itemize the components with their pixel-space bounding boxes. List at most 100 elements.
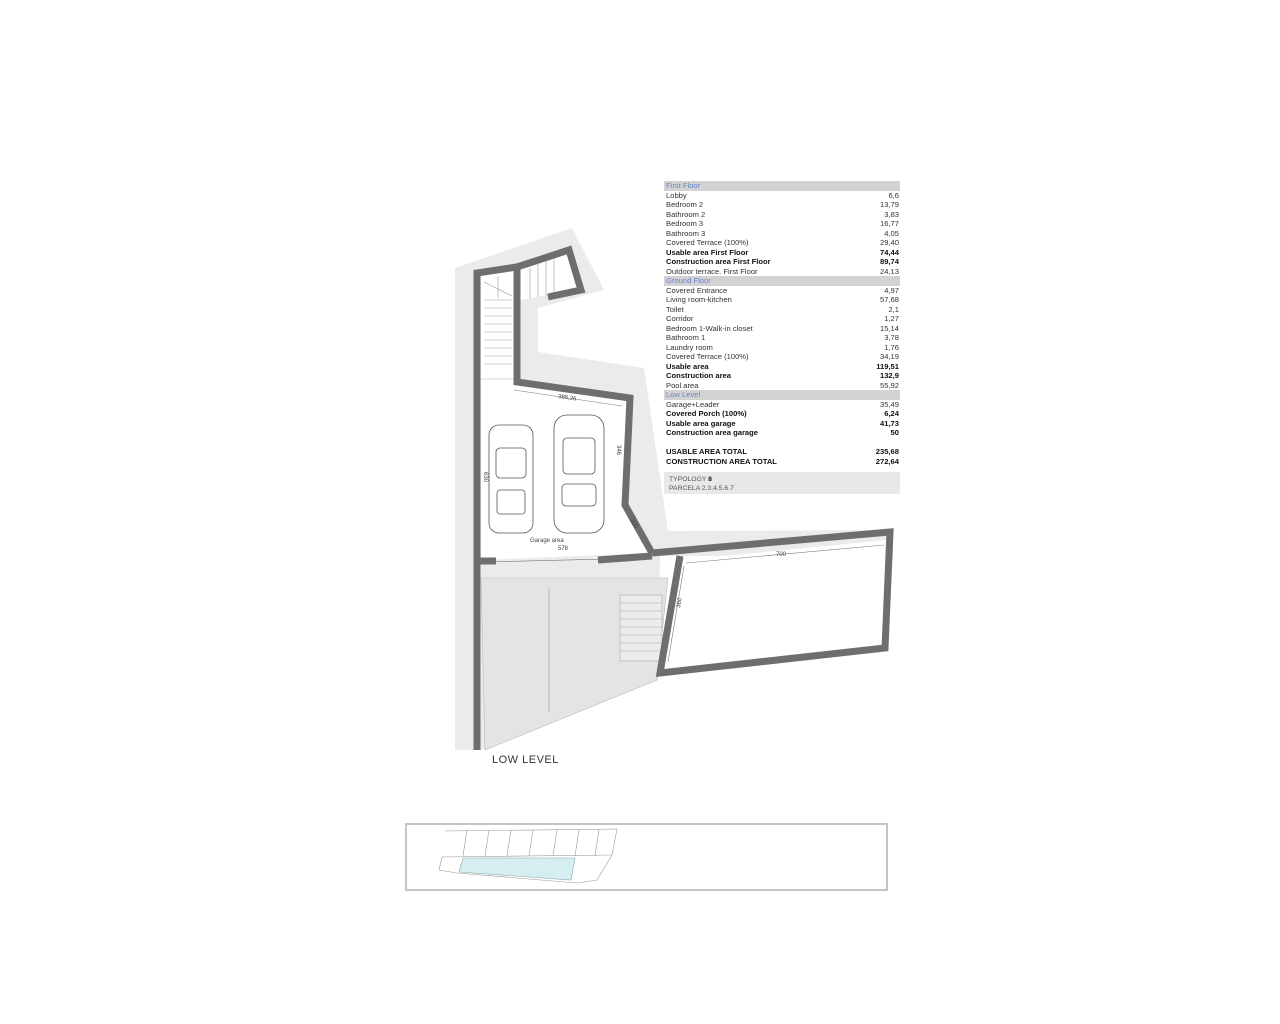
parcela-label: PARCELA 2.3.4.5.6.7 <box>669 485 734 492</box>
row-label: Bedroom 1-Walk-in closet <box>666 323 753 333</box>
row-value: 6,24 <box>884 409 899 418</box>
row-value: 4,97 <box>884 285 899 295</box>
row-label: Construction area garage <box>666 428 758 437</box>
row-value: 35,49 <box>879 399 899 409</box>
wall-inner-lines <box>486 389 885 663</box>
row-value: 41,73 <box>879 418 899 428</box>
row-label: Covered Terrace (100%) <box>666 238 749 247</box>
total-row: USABLE AREA TOTAL 235,68 <box>664 447 900 457</box>
row-value: 55,92 <box>879 380 899 390</box>
row-label: Garage+Leader <box>666 399 720 409</box>
dimension-annex-width: 700 <box>776 552 787 558</box>
site-plan <box>405 823 888 891</box>
row-value: 74,44 <box>879 247 899 257</box>
row-value: 13,79 <box>879 200 899 209</box>
dimension-annex-depth: 360 <box>676 597 684 609</box>
table-row: Corridor 1,27 <box>664 314 900 324</box>
row-value: 34,19 <box>879 352 899 361</box>
dimension-right-lower: 200 <box>628 518 639 530</box>
car-icon <box>488 424 534 534</box>
total-label: CONSTRUCTION AREA TOTAL <box>666 456 777 466</box>
row-label: Covered Porch (100%) <box>666 409 747 418</box>
section-header: Ground Floor <box>664 276 900 286</box>
row-value: 3,78 <box>884 333 899 342</box>
table-row: Usable area First Floor 74,44 <box>664 248 900 258</box>
row-label: Bedroom 3 <box>666 219 704 228</box>
section-title: Low Level <box>666 390 701 399</box>
highlighted-parcels <box>458 857 576 881</box>
total-value: 235,68 <box>875 447 899 456</box>
table-row: Outdoor terrace. First Floor 24,13 <box>664 267 900 277</box>
total-row: CONSTRUCTION AREA TOTAL 272,64 <box>664 457 900 467</box>
row-value: 6,6 <box>888 190 899 200</box>
row-value: 29,40 <box>879 238 899 247</box>
row-label: Outdoor terrace. First Floor <box>666 266 758 276</box>
row-value: 132,9 <box>879 371 899 380</box>
row-label: Construction area First Floor <box>666 257 771 266</box>
typology-box: TYPOLOGY 8 PARCELA 2.3.4.5.6.7 <box>664 472 900 494</box>
total-label: USABLE AREA TOTAL <box>666 447 747 456</box>
row-label: Usable area First Floor <box>666 247 749 257</box>
table-row: Laundry room 1,76 <box>664 343 900 353</box>
table-row: Covered Entrance 4,97 <box>664 286 900 296</box>
section-title: Ground Floor <box>666 276 711 285</box>
table-row: Bathroom 1 3,78 <box>664 333 900 343</box>
row-label: Bedroom 2 <box>666 200 704 209</box>
annex-room <box>664 540 886 668</box>
row-label: Construction area <box>666 371 731 380</box>
row-label: Bathroom 2 <box>666 209 706 219</box>
row-value: 89,74 <box>879 257 899 266</box>
stairs-icon <box>483 258 555 365</box>
table-row: Construction area 132,9 <box>664 371 900 381</box>
row-label: Covered Entrance <box>666 285 728 295</box>
row-value: 24,13 <box>879 266 899 276</box>
row-label: Bathroom 1 <box>666 333 706 342</box>
typology-label: TYPOLOGY <box>669 476 707 483</box>
row-label: Bathroom 3 <box>666 228 706 238</box>
car-icon <box>553 414 605 534</box>
row-label: Usable area garage <box>666 418 736 428</box>
table-row: Pool area 55,92 <box>664 381 900 391</box>
row-value: 4,05 <box>884 228 899 238</box>
table-row: Garage+Leader 35,49 <box>664 400 900 410</box>
level-title: LOW LEVEL <box>492 754 559 766</box>
section-title: First Floor <box>666 181 701 190</box>
table-row: Construction area garage 50 <box>664 428 900 438</box>
row-value: 1,76 <box>884 342 899 352</box>
table-row: Usable area garage 41,73 <box>664 419 900 429</box>
typology-value: 8 <box>708 476 712 483</box>
row-label: Corridor <box>666 314 694 323</box>
row-value: 119,51 <box>876 361 899 371</box>
row-value: 1,27 <box>884 314 899 323</box>
table-row: Covered Porch (100%) 6,24 <box>664 409 900 419</box>
dimension-left: 630 <box>482 472 488 483</box>
row-label: Usable area <box>666 361 709 371</box>
total-value: 272,64 <box>875 456 899 466</box>
row-label: Laundry room <box>666 342 713 352</box>
row-label: Toilet <box>666 304 684 314</box>
row-label: Living room-kitchen <box>666 295 732 304</box>
row-value: 50 <box>890 428 899 437</box>
table-row: Construction area First Floor 89,74 <box>664 257 900 267</box>
section-header: Low Level <box>664 390 900 400</box>
table-row: Bedroom 2 13,79 <box>664 200 900 210</box>
table-row: Lobby 6,6 <box>664 191 900 201</box>
dimension-garage-width: 578 <box>558 546 569 552</box>
row-label: Pool area <box>666 380 699 390</box>
dimension-top-wall: 385,26 <box>558 394 578 403</box>
table-row: Covered Terrace (100%)34,19 <box>664 352 900 362</box>
garage-label: Garage area <box>530 538 564 544</box>
table-row: Bathroom 3 4,05 <box>664 229 900 239</box>
row-label: Lobby <box>666 190 687 200</box>
dimension-right-upper: 346 <box>615 445 621 456</box>
